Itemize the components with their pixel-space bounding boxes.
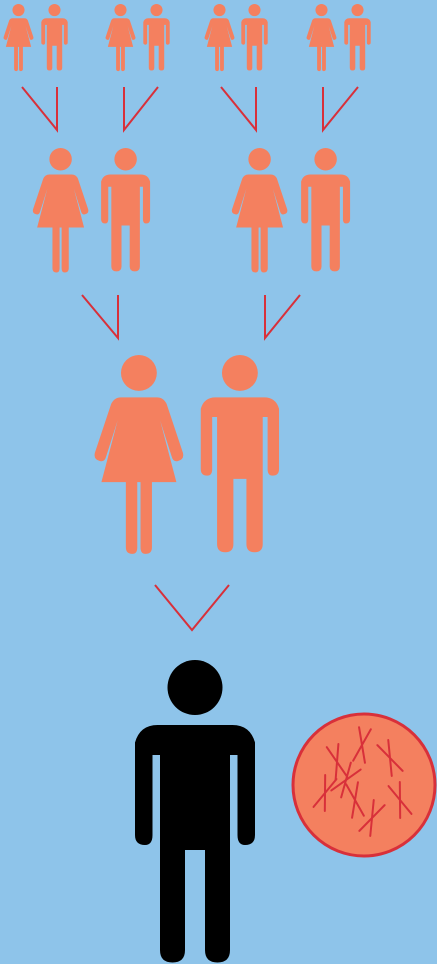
great-grandmother-icon-4 [307,4,337,71]
connector-arrow-7 [155,585,229,630]
great-grandfather-icon-2 [143,4,169,71]
grandfather-icon-1 [101,148,150,271]
great-grandmother-icon-3 [205,4,235,71]
connector-arrow-3 [221,87,256,130]
great-grandmother-icon-1 [4,4,34,71]
great-grandfather-icon-3 [241,4,267,71]
grandmother-icon-1 [33,148,88,272]
connector-arrow-5 [82,295,118,338]
connector-arrow-2 [124,87,158,130]
grandfather-icon-2 [301,148,350,271]
connector-arrow-4 [323,87,358,130]
father-icon [201,355,279,552]
child-icon [135,660,255,963]
great-grandfather-icon-4 [344,4,370,71]
great-grandmother-icon-2 [106,4,136,71]
grandmother-icon-2 [232,148,287,272]
connector-arrow-1 [22,87,57,130]
mother-icon [95,355,184,554]
chromosome-cell-icon [293,714,435,856]
great-grandfather-icon-1 [41,4,67,71]
connector-arrow-6 [265,295,300,338]
